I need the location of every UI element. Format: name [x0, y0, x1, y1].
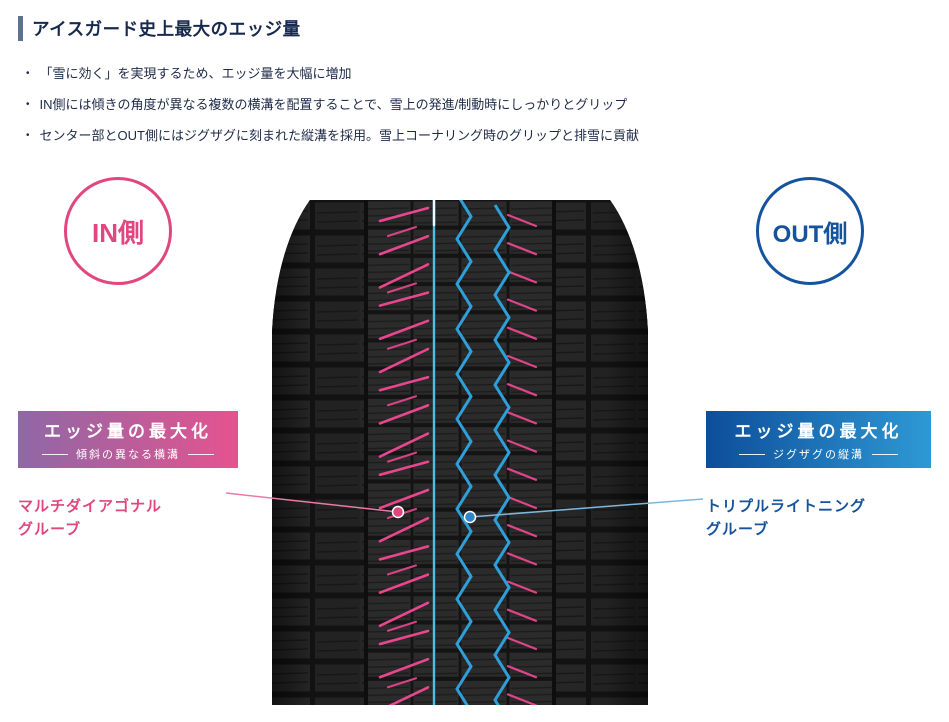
right-feature-subtitle: ジグザグの縦溝	[706, 446, 931, 462]
bullet-item: • IN側には傾きの角度が異なる複数の横溝を配置することで、雪上の発進/制動時に…	[26, 95, 916, 115]
right-feature-title: エッジ量の最大化	[734, 422, 903, 441]
feature-bullets: • 「雪に効く」を実現するため、エッジ量を大幅に増加 • IN側には傾きの角度が…	[26, 64, 916, 157]
bullet-text: センター部とOUT側にはジグザグに刻まれた縦溝を採用。雪上コーナリング時のグリッ…	[39, 128, 639, 144]
center-tread-blocks	[366, 200, 554, 705]
left-feature-subtitle-text: 傾斜の異なる横溝	[76, 449, 180, 461]
subtitle-rule	[42, 453, 68, 455]
left-groove-name: マルチダイアゴナル グルーブ	[18, 498, 163, 539]
out-side-label: OUT側	[772, 220, 848, 248]
tire-tread-svg	[272, 200, 648, 705]
in-side-label: IN側	[91, 217, 144, 248]
tire-tread-image	[268, 200, 652, 705]
right-groove-name: トリプルライトニング グルーブ	[706, 498, 867, 539]
bullet-text: IN側には傾きの角度が異なる複数の横溝を配置することで、雪上の発進/制動時にしっ…	[39, 97, 628, 113]
tire-body	[272, 200, 648, 705]
in-side-badge: IN側	[64, 177, 172, 285]
header-accent-bar	[18, 16, 23, 41]
bullet-marker: •	[26, 68, 30, 79]
right-feature-subtitle-text: ジグザグの縦溝	[773, 449, 864, 461]
left-feature-title: エッジ量の最大化	[44, 422, 212, 441]
subtitle-rule	[872, 453, 898, 455]
bullet-item: • 「雪に効く」を実現するため、エッジ量を大幅に増加	[26, 64, 916, 84]
subtitle-rule	[188, 453, 214, 455]
subtitle-rule	[739, 453, 765, 455]
bullet-item: • センター部とOUT側にはジグザグに刻まれた縦溝を採用。雪上コーナリング時のグ…	[26, 126, 916, 146]
right-feature-label: エッジ量の最大化 ジグザグの縦溝	[706, 411, 931, 468]
bullet-text: 「雪に効く」を実現するため、エッジ量を大幅に増加	[39, 66, 352, 81]
section-header: アイスガード史上最大のエッジ量	[18, 16, 301, 41]
bullet-marker: •	[26, 130, 30, 142]
left-feature-label: エッジ量の最大化 傾斜の異なる横溝	[18, 411, 238, 468]
bullet-marker: •	[26, 99, 30, 111]
out-side-badge: OUT側	[756, 177, 864, 285]
page-title: アイスガード史上最大のエッジ量	[32, 19, 301, 39]
left-feature-subtitle: 傾斜の異なる横溝	[18, 446, 238, 462]
